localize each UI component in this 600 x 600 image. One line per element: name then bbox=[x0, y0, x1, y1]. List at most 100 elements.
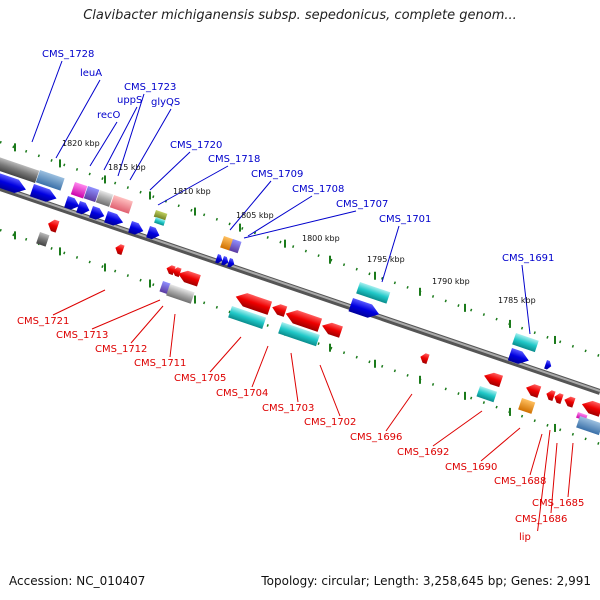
callout-line bbox=[432, 410, 483, 447]
gene-label-cms-1709: CMS_1709 bbox=[251, 169, 303, 180]
gene-feature bbox=[235, 293, 273, 315]
gene-label-cms-1707: CMS_1707 bbox=[336, 199, 388, 210]
gene-feature bbox=[153, 210, 168, 221]
gene-label-reco: recO bbox=[97, 110, 121, 121]
gene-feature bbox=[166, 284, 195, 304]
callout-lines bbox=[31, 60, 574, 532]
callout-line bbox=[31, 60, 63, 143]
gene-feature bbox=[526, 384, 542, 398]
gene-shape bbox=[229, 239, 242, 254]
callout-line bbox=[385, 393, 413, 432]
gene-shape bbox=[48, 219, 60, 233]
callout-line bbox=[381, 225, 400, 283]
gene-shape bbox=[89, 206, 105, 220]
gene-feature bbox=[507, 348, 529, 364]
gene-shape bbox=[70, 182, 88, 199]
gene-feature bbox=[348, 298, 380, 318]
gene-shape bbox=[0, 154, 40, 184]
gene-label-cms-1720: CMS_1720 bbox=[170, 140, 222, 151]
gene-feature bbox=[104, 211, 124, 226]
gene-label-cms-1701: CMS_1701 bbox=[379, 214, 431, 225]
gene-shape bbox=[154, 217, 166, 226]
gene-shape bbox=[546, 390, 556, 402]
gene-label-cms-1692: CMS_1692 bbox=[397, 447, 449, 458]
gene-shape bbox=[0, 172, 26, 194]
gene-shape bbox=[166, 284, 195, 304]
topology-summary: Topology: circular; Length: 3,258,645 bp… bbox=[261, 574, 591, 588]
gene-feature bbox=[76, 201, 90, 215]
callout-line bbox=[55, 79, 101, 159]
gene-feature bbox=[576, 416, 600, 436]
gene-feature bbox=[70, 182, 88, 199]
gene-shape bbox=[29, 184, 57, 202]
gene-feature bbox=[109, 195, 133, 214]
gene-label-cms-1703: CMS_1703 bbox=[262, 403, 314, 414]
gene-shape bbox=[178, 270, 201, 287]
gene-feature bbox=[581, 400, 600, 417]
gene-feature bbox=[285, 310, 323, 332]
callout-line bbox=[247, 195, 313, 237]
callout-line bbox=[550, 442, 558, 514]
callout-line bbox=[521, 264, 531, 335]
gene-feature bbox=[178, 270, 201, 287]
bp-position-label: 1820 kbp bbox=[62, 139, 100, 148]
gene-label-cms-1708: CMS_1708 bbox=[292, 184, 344, 195]
gene-shape bbox=[83, 186, 100, 203]
gene-feature bbox=[128, 221, 144, 235]
gene-shape bbox=[476, 386, 498, 403]
gene-shape bbox=[76, 201, 90, 215]
gene-label-cms-1711: CMS_1711 bbox=[134, 358, 186, 369]
gene-feature bbox=[228, 306, 267, 329]
gene-label-glyqs: glyQS bbox=[151, 97, 180, 108]
gene-shape bbox=[526, 384, 542, 398]
callout-line bbox=[130, 305, 164, 344]
gene-shape bbox=[554, 393, 564, 405]
gene-shape bbox=[228, 306, 267, 329]
gene-shape bbox=[348, 298, 380, 318]
gene-shape bbox=[166, 265, 176, 276]
gene-label-cms-1728: CMS_1728 bbox=[42, 49, 94, 60]
gene-shape bbox=[420, 353, 430, 365]
gene-feature bbox=[322, 322, 343, 338]
gene-label-lip: lip bbox=[519, 532, 531, 543]
gene-feature bbox=[0, 172, 26, 194]
gene-feature bbox=[215, 254, 223, 264]
gene-features bbox=[0, 154, 600, 436]
callout-line bbox=[537, 429, 551, 532]
gene-shape bbox=[285, 310, 323, 332]
gene-label-cms-1691: CMS_1691 bbox=[502, 253, 554, 264]
gene-label-cms-1723: CMS_1723 bbox=[124, 82, 176, 93]
gene-shape bbox=[104, 211, 124, 226]
callout-line bbox=[89, 121, 118, 167]
gene-feature bbox=[476, 386, 498, 403]
gene-shape bbox=[235, 293, 273, 315]
bp-position-label: 1805 kbp bbox=[236, 211, 274, 220]
callout-line bbox=[251, 345, 269, 388]
bp-position-label: 1810 kbp bbox=[173, 187, 211, 196]
gene-feature bbox=[272, 304, 288, 317]
callout-line bbox=[319, 364, 341, 417]
gene-shape bbox=[512, 333, 539, 353]
gene-shape bbox=[221, 256, 229, 266]
gene-feature bbox=[115, 244, 125, 256]
callout-line bbox=[52, 289, 106, 316]
gene-shape bbox=[576, 416, 600, 436]
bp-position-label: 1790 kbp bbox=[432, 277, 470, 286]
gene-labels: CMS_1728leuArecOuppSCMS_1723glyQSCMS_172… bbox=[17, 49, 584, 543]
callout-line bbox=[103, 106, 138, 171]
gene-feature bbox=[544, 360, 552, 370]
bp-position-label: 1785 kbp bbox=[498, 296, 536, 305]
callout-line bbox=[529, 433, 543, 476]
gene-shape bbox=[146, 226, 160, 240]
gene-label-cms-1686: CMS_1686 bbox=[515, 514, 567, 525]
gene-feature bbox=[146, 226, 160, 240]
bp-position-label: 1800 kbp bbox=[302, 234, 340, 243]
gene-label-cms-1702: CMS_1702 bbox=[304, 417, 356, 428]
gene-feature bbox=[278, 322, 320, 347]
gene-label-leua: leuA bbox=[80, 68, 102, 79]
gene-feature bbox=[512, 333, 539, 353]
callout-line bbox=[117, 93, 145, 177]
gene-label-cms-1713: CMS_1713 bbox=[56, 330, 108, 341]
gene-label-cms-1685: CMS_1685 bbox=[532, 498, 584, 509]
